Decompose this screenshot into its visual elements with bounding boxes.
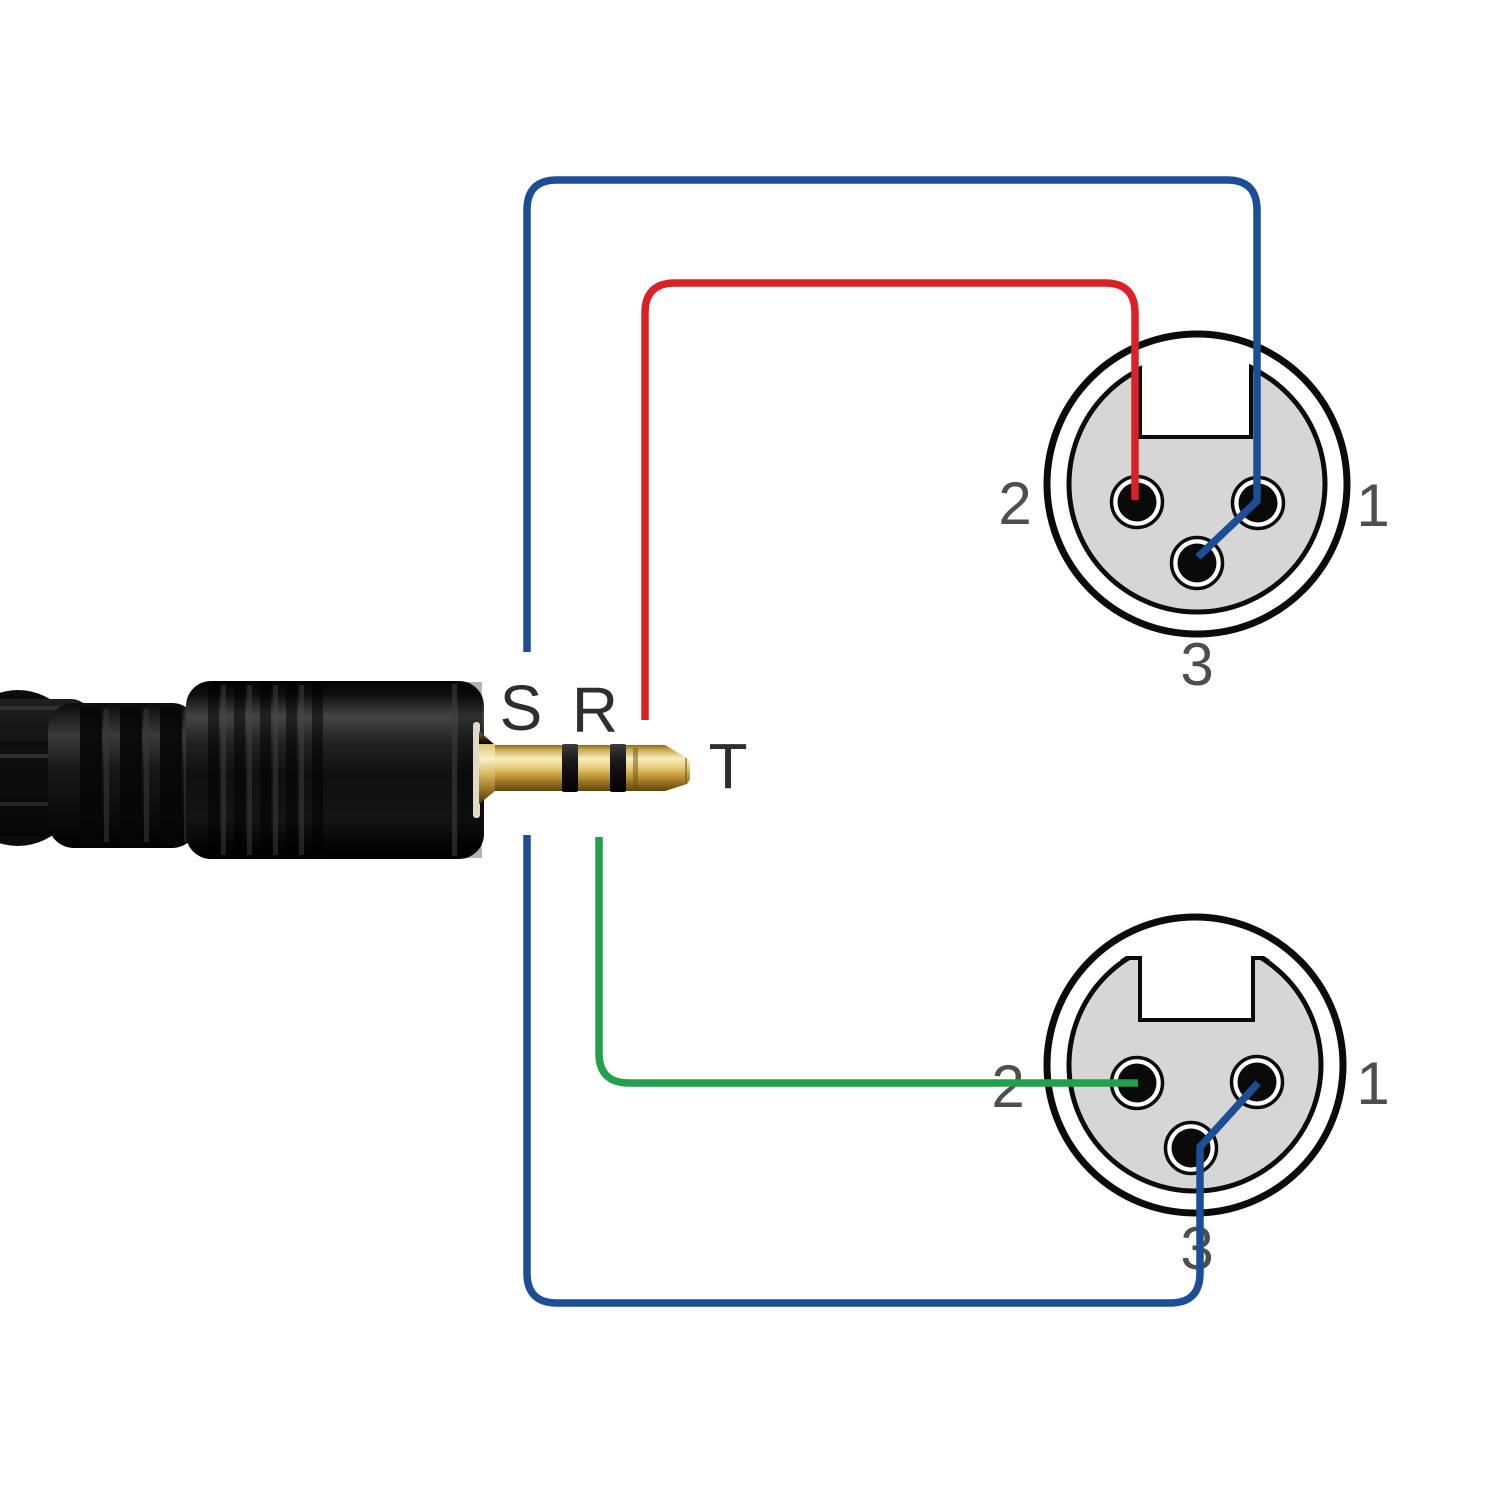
boot-ridge	[104, 709, 109, 842]
boot-groove	[80, 707, 102, 844]
boot-groove	[120, 707, 142, 844]
xlr-top-pin3-label: 3	[1180, 631, 1213, 698]
pin-contact	[1117, 482, 1157, 522]
gold-collar	[479, 731, 495, 804]
tip-neck-shade	[633, 748, 638, 788]
wire-ring-to-bottom-xlr	[595, 837, 1138, 1087]
plug-tip	[633, 745, 690, 791]
xlr-bottom-keyway-notch	[1116, 936, 1274, 1022]
plug-shaft	[473, 722, 690, 818]
strain-relief-boot	[48, 703, 198, 848]
xlr-top-pin1-label: 1	[1356, 472, 1389, 539]
xlr-top-pin-2	[1109, 474, 1165, 530]
collar-washer	[473, 722, 480, 818]
jack-labels: S R T	[500, 672, 748, 802]
wires	[523, 176, 1261, 1307]
insulator-ring-2	[610, 744, 626, 792]
xlr-bottom-pin-3	[1163, 1120, 1219, 1176]
jack-sleeve-label: S	[500, 672, 543, 744]
xlr-connector-top: 2 1 3	[998, 330, 1390, 698]
wire-sleeve-to-bottom-xlr	[523, 835, 1261, 1307]
barrel-end-ridge	[452, 684, 457, 856]
trs-plug	[0, 681, 690, 859]
plug-barrel	[186, 681, 484, 859]
jack-tip-label: T	[708, 730, 747, 802]
cable-highlight	[0, 706, 60, 710]
wire-sleeve-to-top-xlr	[523, 176, 1261, 652]
boot-groove	[160, 707, 182, 844]
xlr-bottom-pin1-label: 1	[1356, 1050, 1389, 1117]
pin-contact	[1171, 1128, 1211, 1168]
cable-highlight	[0, 754, 64, 758]
cable-highlight	[0, 802, 58, 806]
barrel-ribs	[208, 683, 323, 857]
xlr-top-keyway-notch	[1138, 353, 1253, 439]
xlr-connector-bottom: 2 1 3	[991, 913, 1390, 1282]
boot-ridge	[144, 709, 149, 842]
xlr-top-pin2-label: 2	[998, 470, 1031, 537]
jack-ring-label: R	[572, 674, 618, 746]
barrel-body	[186, 681, 484, 859]
wire-tip-to-top-xlr	[641, 279, 1139, 720]
insulator-ring-1	[562, 744, 578, 792]
